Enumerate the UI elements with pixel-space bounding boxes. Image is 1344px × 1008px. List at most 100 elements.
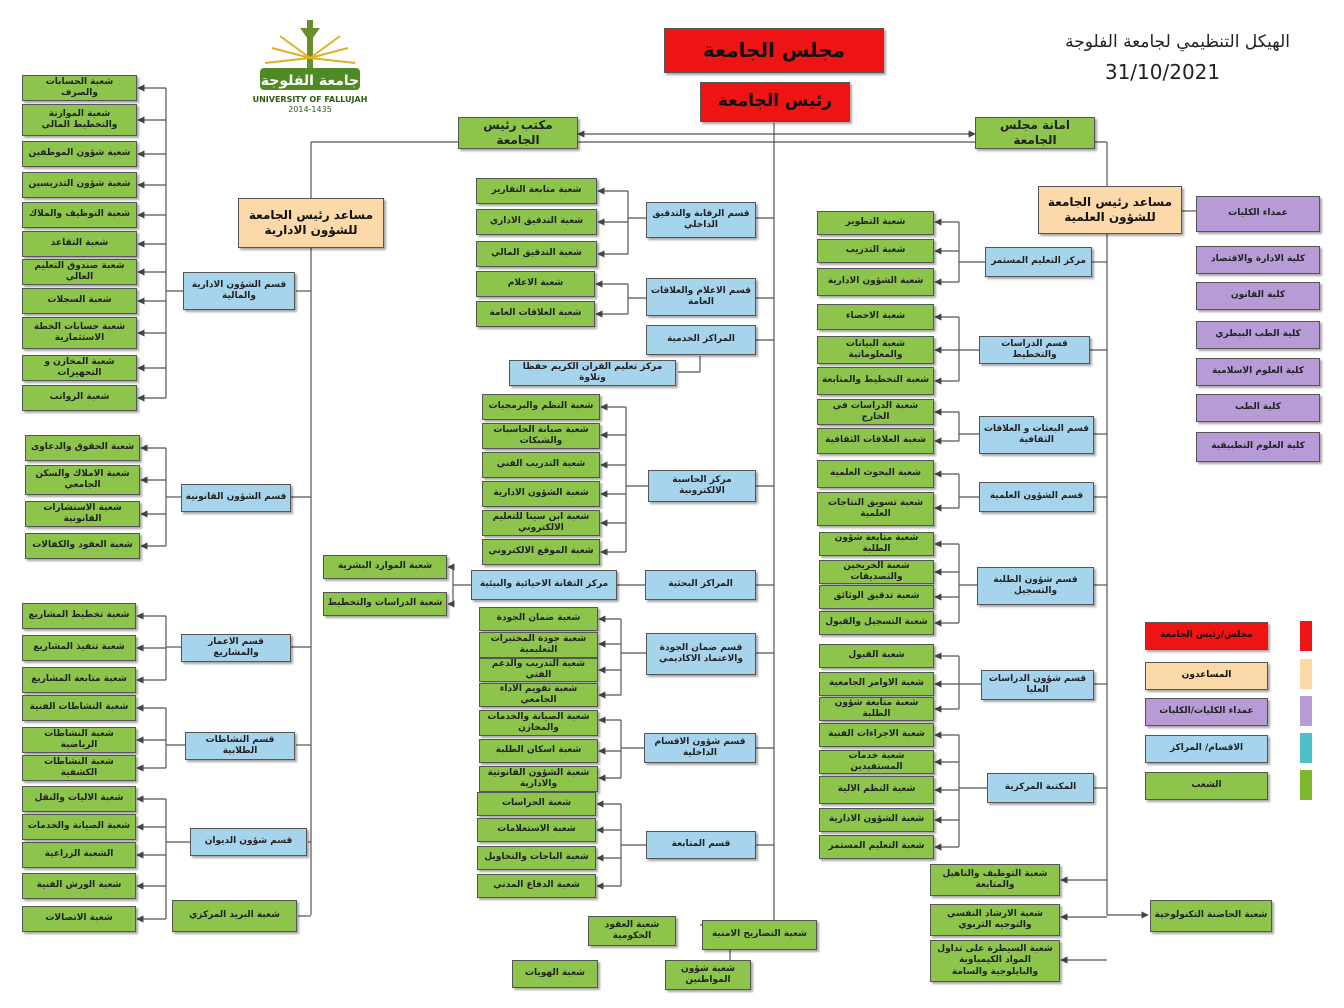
legend-item-units: الشعب: [1145, 772, 1268, 800]
left-unit: شعبة النشاطات الكشفية: [22, 755, 136, 781]
center-research-centers: المراكز البحثية: [645, 570, 756, 600]
legend-chip-units: [1300, 770, 1312, 800]
left-section-student-activities: قسم النشاطات الطلابية: [185, 732, 295, 760]
direct-unit-counseling: شعبة الارشاد النفسي والتوجيه التربوي: [930, 904, 1060, 936]
left-unit: الشعبة الزراعية: [22, 842, 136, 868]
logo-emblem-icon: [260, 20, 360, 90]
council-secretariat: امانة مجلس الجامعة: [975, 117, 1095, 149]
right-unit: شعبة تسويق النتاجات العلمية: [817, 492, 934, 526]
center-unit: شعبة التدقيق الاداري: [476, 209, 597, 235]
center-unit: شعبة الشؤون الادارية: [482, 481, 600, 507]
left-unit: شعبة النشاطات الفنية: [22, 695, 136, 721]
left-unit: شعبة الصيانة والخدمات: [22, 814, 136, 840]
left-unit: شعبة الاتصالات: [22, 906, 136, 932]
left-section-diwan: قسم شؤون الديوان: [190, 828, 307, 856]
right-unit: شعبة التخطيط والمتابعة: [817, 367, 934, 395]
right-unit: شعبة النظم الالية: [819, 776, 934, 804]
biotech-center: مركز التقانة الاحيائية والبيئية: [471, 570, 617, 600]
legend-item-sections: الاقسام/ المراكز: [1145, 735, 1268, 763]
left-unit: شعبة شؤون الموظفين: [22, 141, 137, 167]
left-unit: شعبة تنفيذ المشاريع: [22, 635, 136, 661]
left-unit: شعبة النشاطات الرياضية: [22, 727, 136, 753]
logo-years: 2014-1435: [288, 105, 332, 114]
left-unit: شعبة الاليات والنقل: [22, 786, 136, 812]
center-unit: شعبة التدريب والدعم الفني: [479, 658, 598, 682]
center-unit: شعبة ضمان الجودة: [479, 607, 598, 631]
right-section-planning: قسم الدراسات والتخطيط: [979, 336, 1090, 364]
center-unit: شعبة الشؤون القانونية والادارية: [479, 766, 598, 792]
left-unit: شعبة التوظيف والملاك: [22, 202, 137, 228]
center-unit: شعبة العلاقات العامة: [476, 301, 595, 327]
right-section-scientific: قسم الشؤون العلمية: [979, 482, 1094, 512]
right-unit: شعبة متابعة شؤون الطلبة: [819, 532, 934, 556]
unit-citizens: شعبة شؤون المواطنين: [665, 960, 751, 990]
center-section-media: قسم الاعلام والعلاقات العامة: [646, 278, 756, 316]
logo-english-name: UNIVERSITY OF FALLUJAH: [253, 95, 368, 104]
logo-arabic-name: جامعة الفلوجة: [261, 73, 360, 89]
left-unit: شعبة الرواتب: [22, 385, 137, 411]
center-unit: شعبة الحراسات: [477, 792, 596, 816]
center-unit: شعبة التدقيق المالي: [476, 241, 597, 267]
left-unit: شعبة صندوق التعليم العالي: [22, 259, 137, 285]
center-unit: شعبة الدراسات والتخطيط: [323, 592, 447, 616]
right-unit: شعبة البحوث العلمية: [817, 460, 934, 488]
left-unit: شعبة المخازن و التجهيزات: [22, 355, 137, 381]
right-unit: شعبة متابعة شؤون الطلبة: [819, 697, 934, 721]
college-item: كلية الطب البيطري: [1196, 321, 1320, 349]
center-unit: شعبة تقويم الاداء الجامعي: [479, 683, 598, 707]
right-unit: شعبة البيانات والمعلوماتية: [817, 336, 934, 364]
left-unit: شعبة شؤون التدريسين: [22, 172, 137, 198]
right-unit: شعبة التعليم المستمر: [819, 835, 934, 859]
legend-item-council: مجلس/رئيس الجامعة: [1145, 622, 1268, 650]
left-unit: شعبة حسابات الخطة الاستثمارية: [22, 317, 137, 349]
right-unit: شعبة تدقيق الوثائق: [819, 585, 934, 609]
quran-center: مركز تعليم القران الكريم حفظا وتلاوة: [509, 360, 676, 386]
assistant-scientific-affairs: مساعد رئيس الجامعة للشؤون العلمية: [1038, 186, 1182, 234]
university-logo: جامعة الفلوجة UNIVERSITY OF FALLUJAH 201…: [253, 20, 368, 114]
left-section-legal: قسم الشؤون القانونية: [181, 484, 291, 512]
chart-title: الهيكل التنظيمي لجامعة الفلوجة: [1065, 32, 1290, 52]
center-section-audit: قسم الرقابة والتدقيق الداخلي: [646, 202, 756, 238]
center-unit: شعبة صيانة الحاسبات والشبكات: [482, 423, 600, 449]
unit-gov-contracts: شعبة العقود الحكومية: [588, 916, 676, 946]
legend-chip-sections: [1300, 733, 1312, 763]
left-central-mail: شعبة البريد المركزي: [172, 900, 297, 932]
direct-unit-chemical-control: شعبة السيطرة على تداول المواد الكيمياوية…: [930, 940, 1060, 982]
university-council: مجلس الجامعة: [664, 28, 884, 73]
left-unit: شعبة الاستشارات القانونية: [25, 501, 140, 527]
center-unit: شعبة الاستعلامات: [477, 818, 596, 842]
left-unit: شعبة الاملاك والسكن الجامعي: [25, 465, 140, 495]
center-computer-center: مركز الحاسبة الالكترونية: [648, 470, 756, 502]
college-item: كلية الادارة والاقتصاد: [1196, 246, 1320, 274]
college-deans: عمداء الكليات: [1196, 196, 1320, 232]
center-unit: شعبة النظم والبرمجيات: [482, 394, 600, 420]
right-section-students: قسم شؤون الطلبة والتسجيل: [977, 567, 1094, 605]
center-unit: شعبة التدريب الفني: [482, 452, 600, 478]
left-unit: شعبة الحسابات والصرف: [22, 75, 137, 101]
center-section-followup: قسم المتابعة: [646, 831, 756, 859]
legend-chip-colleges: [1300, 696, 1312, 726]
center-unit: شعبة الصيانة والخدمات والمخازن: [479, 710, 598, 736]
right-unit: شعبة القبول: [819, 644, 934, 668]
right-unit: شعبة العلاقات الثقافية: [817, 428, 934, 454]
left-unit: شعبة السجلات: [22, 288, 137, 314]
left-unit: شعبة الموازنة والتخطيط المالي: [22, 104, 137, 136]
right-section-continuing-ed: مركز التعليم المستمر: [985, 247, 1092, 277]
college-item: كلية العلوم التطبيقية: [1196, 432, 1320, 462]
right-unit: شعبة التسجيل والقبول: [819, 611, 934, 635]
direct-unit-employment: شعبة التوظيف والتاهيل والمتابعة: [930, 864, 1060, 896]
legend-chip-assistants: [1300, 659, 1312, 689]
college-item: كلية العلوم الاسلامية: [1196, 358, 1320, 386]
right-unit: شعبة الدراسات في الخارج: [817, 399, 934, 425]
tech-incubator-unit: شعبة الحاضنة التكنولوجية: [1150, 900, 1272, 932]
right-unit: شعبة الاحصاء: [817, 304, 934, 330]
legend-item-assistants: المساعدون: [1145, 662, 1268, 690]
right-unit: شعبة التطوير: [817, 211, 934, 235]
unit-ids: شعبة الهويات: [512, 960, 598, 988]
college-item: كلية الطب: [1196, 394, 1320, 422]
unit-security-permits: شعبة التصاريح الامنية: [702, 920, 817, 950]
center-section-internal: قسم شؤون الاقسام الداخلية: [644, 733, 756, 763]
right-unit: شعبة الاوامر الجامعية: [819, 672, 934, 696]
center-unit: شعبة الموارد البشرية: [323, 555, 447, 579]
